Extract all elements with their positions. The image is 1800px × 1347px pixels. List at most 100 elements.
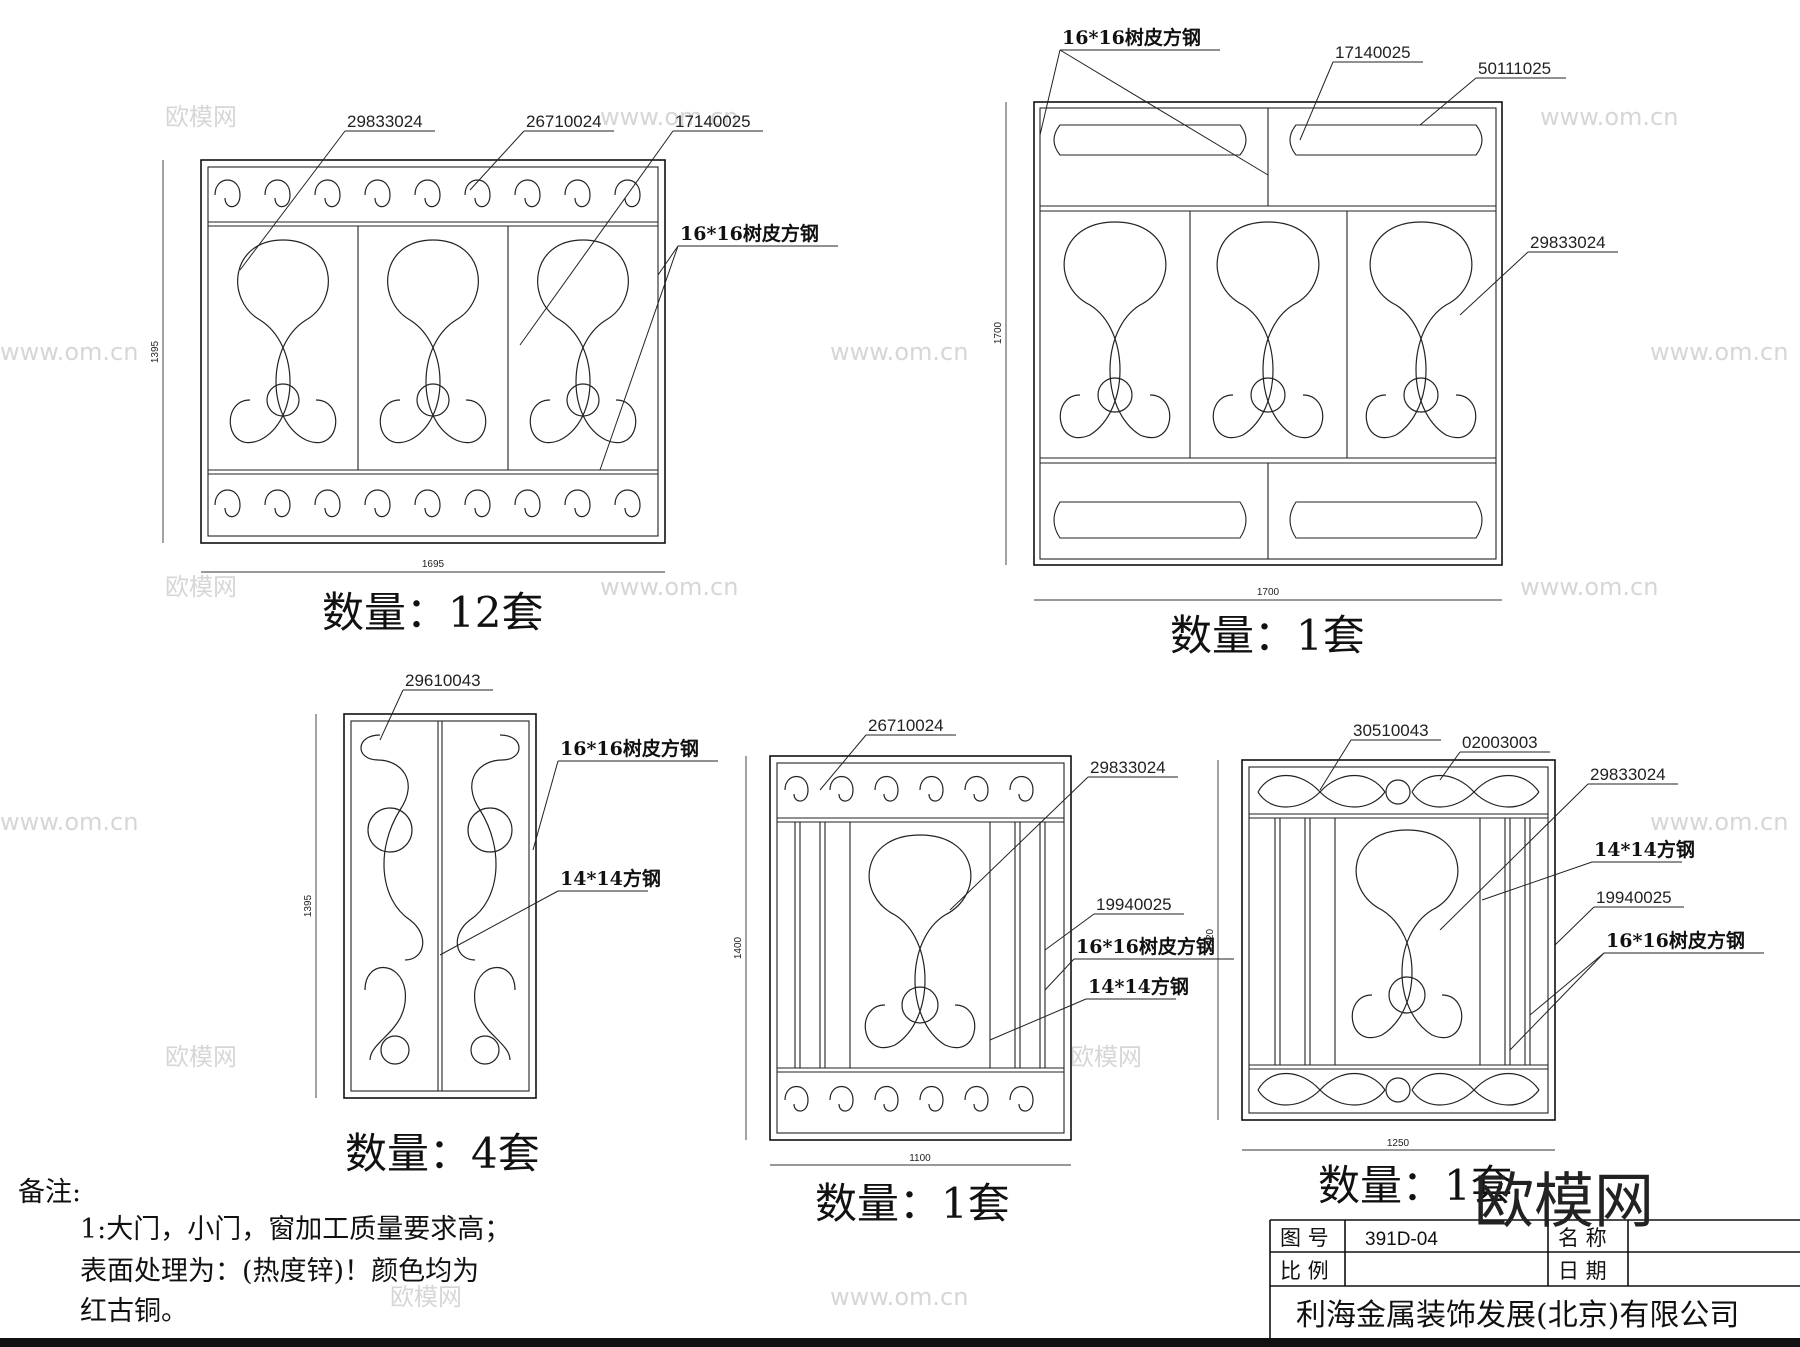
panel-1-top-scroll-band (214, 179, 641, 208)
panel-5-bottom-scroll-band (1257, 1072, 1540, 1106)
panel-5-height-dim: 1320 (1205, 928, 1216, 951)
watermark-site-faint: www.om.cn (600, 103, 738, 131)
panel-5-balusters (1274, 818, 1531, 1065)
panel-5-center-scrollwork (1351, 829, 1463, 1038)
watermark-site-faint: www.om.cn (830, 338, 968, 366)
panel-2-cartouche (1053, 501, 1247, 539)
panel-4-inner-frame (776, 762, 1065, 1134)
watermark-site-faint: www.om.cn (0, 338, 138, 366)
panel-4-part-label: 29833024 (1090, 758, 1166, 777)
drawing-number-label: 图 号 (1280, 1226, 1329, 1250)
panel-4-balusters (794, 822, 1046, 1068)
panel-4-part-label: 19940025 (1096, 895, 1172, 914)
panel-2-cartouche (1289, 501, 1483, 539)
leader-line (1299, 61, 1334, 141)
panel-2-width-dim: 1700 (1257, 587, 1280, 598)
panel-1-bottom-scroll-band (214, 489, 641, 518)
panel-4-quantity: 数量：1套 (815, 1179, 1010, 1228)
panel-4-part-label: 26710024 (868, 716, 944, 735)
watermark-site-faint: www.om.cn (1540, 103, 1678, 131)
date-label: 日 期 (1558, 1259, 1607, 1283)
panel-3-material-label: 16*16树皮方钢 (560, 737, 699, 760)
watermark-logo: 欧模网 (1474, 1167, 1654, 1237)
panel-1-quantity: 数量：12套 (322, 588, 543, 637)
watermark-site-faint: www.om.cn (1650, 808, 1788, 836)
panel-5-window-grille: 1320 1250 30510043 02003003 29833024 14*… (1205, 721, 1764, 1210)
leader-line (949, 776, 1089, 911)
panel-1-width-dim: 1695 (422, 559, 445, 570)
leader-line (519, 130, 674, 346)
leader-line (1039, 49, 1061, 136)
leader-line (1319, 739, 1352, 791)
panel-5-part-label: 30510043 (1353, 721, 1429, 740)
panel-2-part-label: 17140025 (1335, 43, 1411, 62)
scale-label: 比 例 (1280, 1259, 1329, 1283)
leader-line (1509, 952, 1605, 1051)
panel-5-quantity: 数量：1套 (1318, 1161, 1513, 1210)
leader-line (1481, 861, 1593, 901)
panel-3-narrow-window: 1395 29610043 16*16树皮方钢 14*14方钢 数量：4套 (303, 671, 718, 1178)
leader-line (239, 130, 346, 271)
leader-line (439, 890, 559, 956)
leader-line (532, 760, 559, 851)
leader-line (1439, 783, 1589, 931)
panel-4-center-scrollwork (864, 834, 976, 1048)
panel-2-part-label: 29833024 (1530, 233, 1606, 252)
leader-line (989, 998, 1087, 1041)
leader-line (1554, 906, 1595, 946)
panel-4-window-grille: 1400 1100 26710024 29833024 19940025 16*… (733, 716, 1234, 1228)
watermark-logo-faint: 欧模网 (390, 1283, 462, 1311)
panel-4-bottom-scroll-band (784, 1085, 1034, 1112)
watermark-site-faint: www.om.cn (1520, 573, 1658, 601)
leader-line (1439, 751, 1461, 781)
remarks-line: 表面处理为：(热度锌)！颜色均为 (80, 1256, 479, 1287)
panel-2-center-scrollwork (1059, 221, 1477, 438)
panel-2-cartouche (1289, 124, 1483, 156)
panel-4-outer-frame (769, 755, 1072, 1141)
title-block: 图 号 391D-04 名 称 比 例 日 期 利海金属装饰发展(北京)有限公司 (1269, 1219, 1800, 1347)
panel-5-material-label: 14*14方钢 (1594, 838, 1695, 861)
panel-5-width-dim: 1250 (1387, 1138, 1410, 1149)
faint-watermarks: 欧模网 www.om.cn www.om.cn www.om.cn www.om… (0, 103, 1788, 1311)
watermark-logo-faint: 欧模网 (165, 103, 237, 131)
panel-2-outer-frame (1033, 101, 1503, 566)
leader-line (819, 734, 867, 791)
leader-line (657, 245, 679, 276)
panel-2-gate: 1700 1700 16*16树皮方钢 17140025 50111025 29… (993, 26, 1618, 660)
panel-5-part-label: 29833024 (1590, 765, 1666, 784)
remarks-line: 1:大门，小门，窗加工质量要求高； (80, 1214, 511, 1245)
panel-5-part-label: 02003003 (1462, 733, 1538, 752)
leader-line (1044, 958, 1075, 991)
panel-2-height-dim: 1700 (993, 321, 1004, 344)
remarks-heading: 备注: (18, 1177, 81, 1208)
panel-5-inner-frame (1248, 766, 1549, 1114)
remarks-block: 备注: 1:大门，小门，窗加工质量要求高； 表面处理为：(热度锌)！颜色均为 红… (18, 1177, 511, 1327)
company-name: 利海金属装饰发展(北京)有限公司 (1296, 1298, 1739, 1333)
panel-5-top-scroll-band (1257, 774, 1540, 808)
panel-3-material-label: 14*14方钢 (560, 867, 661, 890)
panel-4-top-scroll-band (784, 775, 1034, 802)
panel-4-width-dim: 1100 (909, 1153, 931, 1164)
panel-1-center-scrollwork (229, 239, 637, 443)
panel-1-outer-frame (200, 159, 666, 544)
panel-1-inner-frame (207, 166, 659, 537)
panel-3-outer-frame (343, 713, 537, 1099)
watermark-logo-faint: 欧模网 (165, 573, 237, 601)
panel-3-inner-frame (350, 720, 530, 1092)
drawing-number-value: 391D-04 (1365, 1229, 1438, 1250)
panel-1-material-label: 16*16树皮方钢 (680, 222, 819, 245)
panel-5-part-label: 19940025 (1596, 888, 1672, 907)
panel-1-part-label: 26710024 (526, 112, 602, 131)
panel-2-quantity: 数量：1套 (1170, 611, 1365, 660)
leader-line (1419, 77, 1477, 126)
panel-2-material-label: 16*16树皮方钢 (1062, 26, 1201, 49)
sheet-bottom-border (0, 1338, 1800, 1347)
leader-line (379, 689, 404, 741)
leader-line (1059, 49, 1269, 176)
watermark-site-faint: www.om.cn (0, 808, 138, 836)
watermark-logo-faint: 欧模网 (1070, 1043, 1142, 1071)
watermark-site-faint: www.om.cn (600, 573, 738, 601)
leader-line (1459, 251, 1529, 316)
panel-1-height-dim: 1395 (150, 340, 161, 363)
